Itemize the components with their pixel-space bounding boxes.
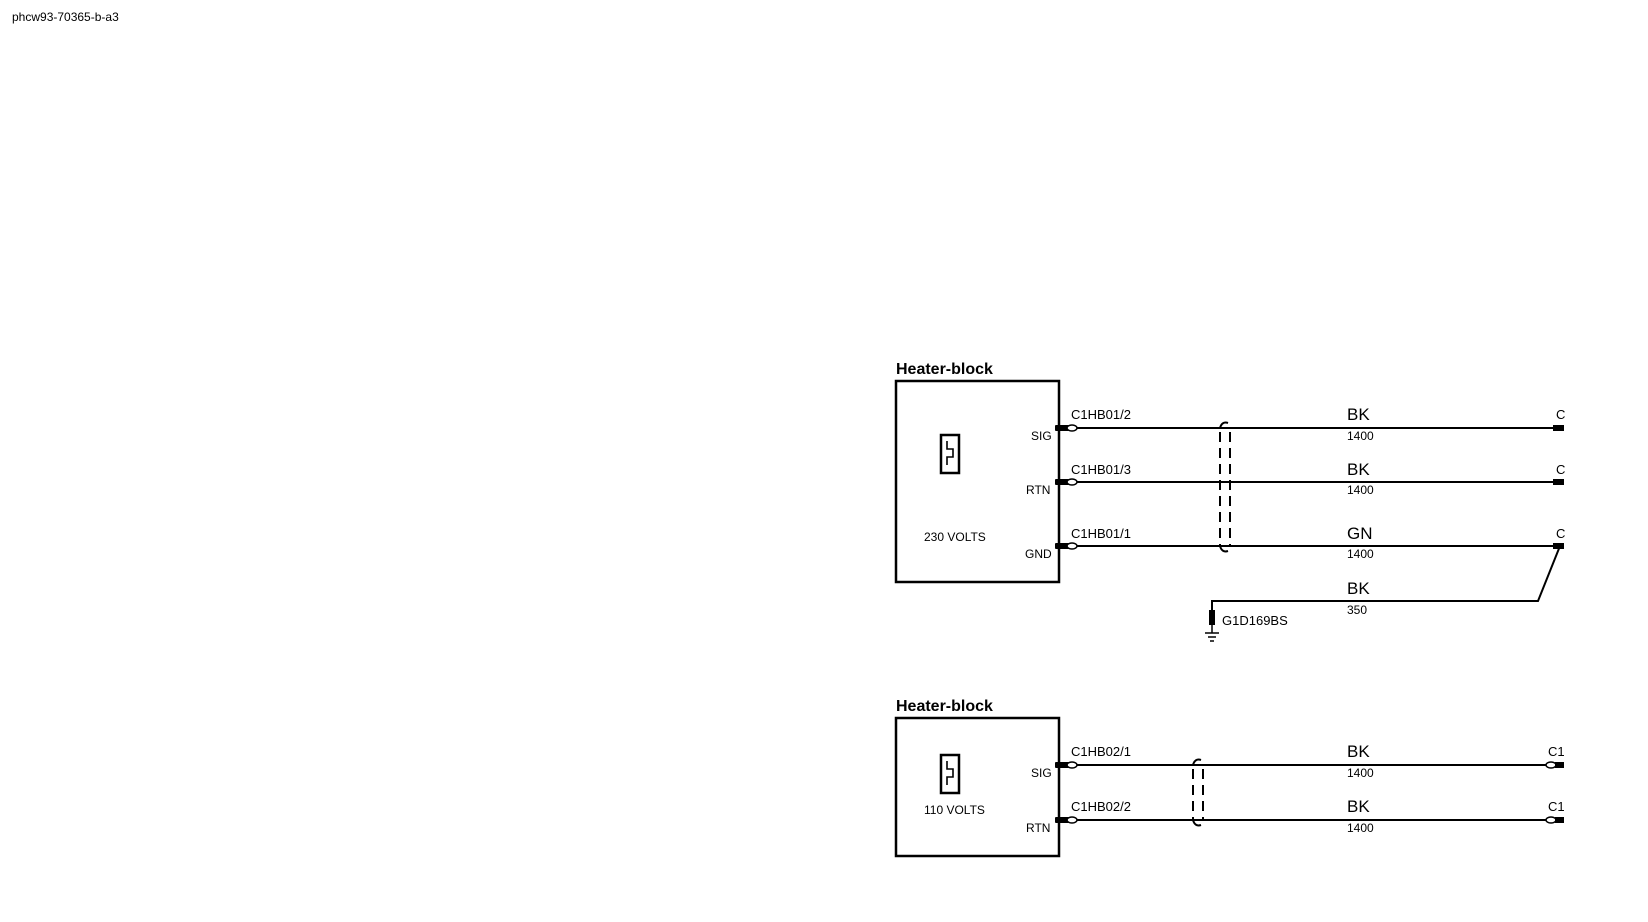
connector-ref-sig: C1HB01/2 <box>1071 407 1131 422</box>
ground-ref: G1D169BS <box>1222 613 1288 628</box>
wire-color-rtn: BK <box>1347 460 1370 479</box>
voltage-label: 230 VOLTS <box>924 530 986 544</box>
pin-label-gnd: GND <box>1025 547 1052 561</box>
wire-gnd <box>1055 542 1564 550</box>
connector-ref-rtn: C1HB01/3 <box>1071 462 1131 477</box>
pin-label-sig: SIG <box>1031 766 1052 780</box>
block-outline <box>894 716 1061 858</box>
heater-element-icon <box>939 753 961 795</box>
far-end-label: C1 <box>1548 744 1565 759</box>
drawing-reference: phcw93-70365-b-a3 <box>12 10 119 24</box>
far-end-label: C <box>1556 407 1565 422</box>
wire-size-sig: 1400 <box>1347 766 1374 780</box>
wire-rtn <box>1055 478 1564 486</box>
heater-block-230v: Heater-block 230 VOLTS SIG RTN GND <box>894 361 1565 642</box>
heater-block-110v: Heater-block 110 VOLTS SIG RTN <box>894 698 1565 858</box>
pin-label-rtn: RTN <box>1026 821 1050 835</box>
wire-size-gnd: 1400 <box>1347 547 1374 561</box>
wire-color-rtn: BK <box>1347 797 1370 816</box>
block-title: Heater-block <box>896 361 993 378</box>
wire-sig <box>1055 761 1564 769</box>
connector-ref-sig: C1HB02/1 <box>1071 744 1131 759</box>
wire-color-sig: BK <box>1347 742 1370 761</box>
wire-color-gnd: GN <box>1347 524 1373 543</box>
ground-wire-color: BK <box>1347 579 1370 598</box>
far-end-label: C1 <box>1548 799 1565 814</box>
wire-size-rtn: 1400 <box>1347 821 1374 835</box>
wire-sig <box>1055 424 1564 432</box>
far-end-label: C <box>1556 526 1565 541</box>
voltage-label: 110 VOLTS <box>924 803 985 817</box>
pin-label-sig: SIG <box>1031 429 1052 443</box>
ground-wire-size: 350 <box>1347 603 1367 617</box>
pin-label-rtn: RTN <box>1026 483 1050 497</box>
wire-rtn <box>1055 816 1564 824</box>
heater-element-icon <box>939 433 961 475</box>
wire-color-sig: BK <box>1347 405 1370 424</box>
wire-size-rtn: 1400 <box>1347 483 1374 497</box>
connector-ref-gnd: C1HB01/1 <box>1071 526 1131 541</box>
wire-size-sig: 1400 <box>1347 429 1374 443</box>
ground-wire <box>1205 545 1561 642</box>
connector-ref-rtn: C1HB02/2 <box>1071 799 1131 814</box>
shield-bundle <box>1192 758 1204 827</box>
shield-bundle <box>1219 421 1231 553</box>
far-end-label: C <box>1556 462 1565 477</box>
block-title: Heater-block <box>896 698 993 715</box>
